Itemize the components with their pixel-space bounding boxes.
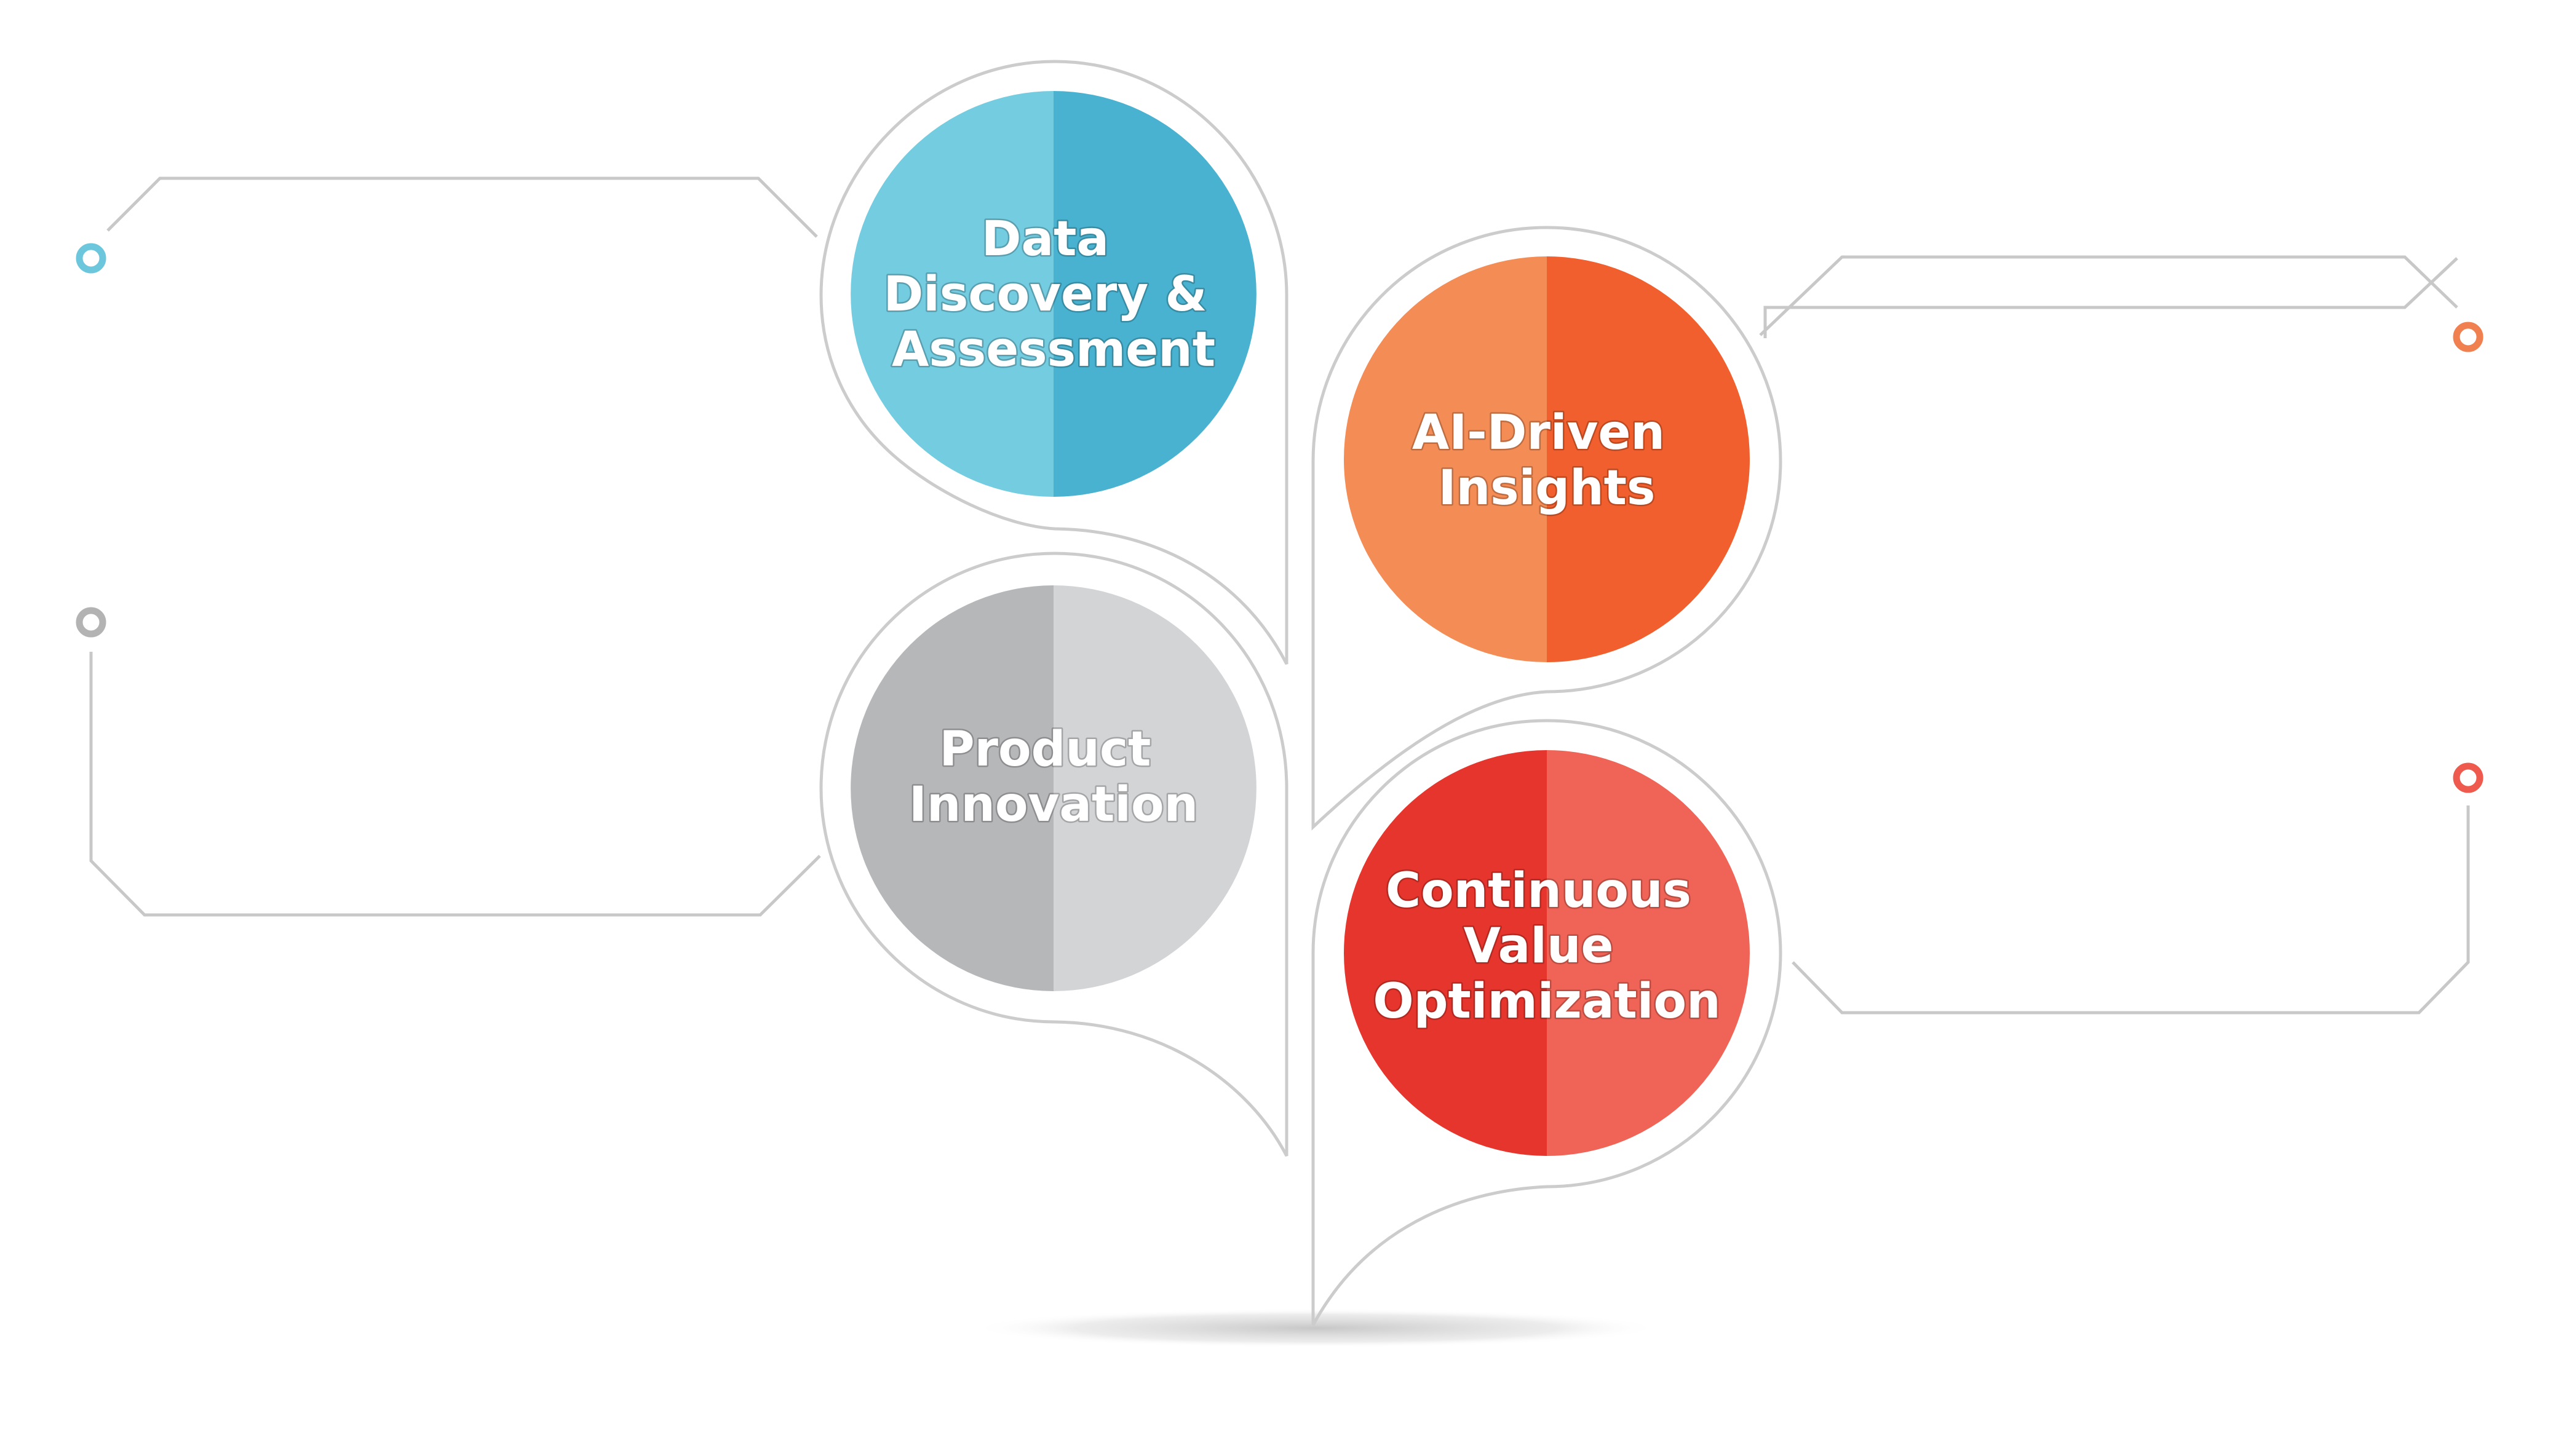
stage-2-half-left	[1344, 256, 1547, 662]
stage-circle-2: AI-Driven Insights	[1344, 256, 1750, 662]
bubble-outline-3	[819, 552, 1288, 1157]
stage-4-half-left	[1344, 750, 1547, 1156]
stage-3-half-right	[1054, 585, 1257, 991]
connector-line-2	[1763, 257, 2458, 338]
ring-marker-icon-3	[76, 607, 106, 638]
ground-shadow	[972, 1308, 1661, 1348]
stage-3-label-line-1: Product	[939, 722, 1151, 777]
connector-line-4	[1792, 805, 2470, 1015]
stage-circle-1: Data Discovery & Assessment	[851, 91, 1257, 497]
bubble-outlines	[819, 60, 1782, 1326]
connector-line-3	[89, 652, 821, 917]
stage-2-label-line-2: Insights	[1439, 461, 1656, 516]
stage-1-half-right	[1054, 91, 1257, 497]
connector-lines	[89, 176, 2470, 1015]
ring-markers	[76, 243, 2484, 793]
ring-marker-icon-1	[76, 243, 106, 274]
stage-circle-3: Product Innovation	[851, 585, 1257, 991]
svg-text:Data Discovery & A: Data Discovery & Assessment	[883, 212, 1223, 378]
stage-4-half-right	[1547, 750, 1750, 1156]
stage-4-label-line-1: Continuous	[1386, 863, 1691, 919]
ring-marker-icon-4	[2453, 762, 2484, 793]
bubble-outline-1	[819, 60, 1288, 665]
stage-2-half-right	[1547, 256, 1750, 662]
stage-1-label-line-3: Assessment	[892, 322, 1215, 378]
connector-line-5	[1759, 255, 2458, 336]
stage-1-label-line-2: Discovery &	[883, 267, 1207, 322]
svg-text:AI-Driven Insights: AI-Driven Insights	[1412, 405, 1682, 516]
svg-text:Continuous Value O: Continuous Value Optimization	[1373, 863, 1720, 1029]
bubble-outline-4	[1311, 719, 1782, 1326]
connector-line-1	[106, 176, 818, 238]
stage-1-label-line-1: Data	[982, 212, 1109, 267]
ring-marker-icon-2	[2453, 322, 2484, 352]
svg-text:Product Innovation: Product Innovation	[909, 722, 1198, 833]
stage-3-half-left	[851, 585, 1054, 991]
stage-4-label-line-2: Value	[1463, 919, 1613, 974]
stage-4-label-line-3: Optimization	[1373, 974, 1720, 1029]
stage-3-label-line-2: Innovation	[909, 777, 1198, 833]
stage-2-label-line-1: AI-Driven	[1412, 405, 1665, 461]
stage-1-half-left	[851, 91, 1054, 497]
bubble-outline-2	[1311, 226, 1782, 831]
stage-circle-4: Continuous Value Optimization	[1344, 750, 1750, 1156]
